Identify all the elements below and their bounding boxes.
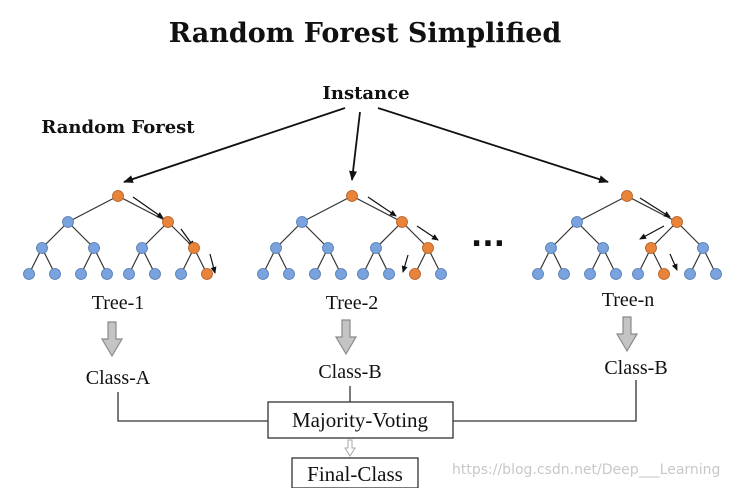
- instance-arrow-tree-2: [349, 111, 361, 181]
- tree-edge: [275, 221, 303, 249]
- tree-node: [357, 268, 369, 280]
- tree-node: [684, 268, 696, 280]
- tree-edge: [676, 221, 704, 249]
- tree-node: [370, 242, 382, 254]
- tree-node: [545, 242, 557, 254]
- tree-node: [75, 268, 87, 280]
- tree-1-label: Tree-1: [92, 292, 145, 314]
- tree-1: [23, 190, 217, 280]
- tree-node: [309, 268, 321, 280]
- tree-node: [597, 242, 609, 254]
- tree-2-class: Class-B: [318, 361, 381, 383]
- tree-node-selected: [671, 216, 683, 228]
- tree-1-class: Class-A: [86, 367, 151, 389]
- instance-arrow-tree-1: [123, 107, 346, 183]
- tree-edge: [67, 221, 95, 249]
- tree-node: [257, 268, 269, 280]
- tree-node-selected: [201, 268, 213, 280]
- tree-edge: [650, 221, 678, 249]
- tree-2: [257, 190, 447, 280]
- tree-node: [632, 268, 644, 280]
- tree-node: [383, 268, 395, 280]
- tree-node: [283, 268, 295, 280]
- down-arrow-icon: [100, 321, 124, 358]
- decision-path-arrow: [416, 225, 439, 241]
- watermark: https://blog.csdn.net/Deep___Learning: [452, 462, 720, 478]
- tree-node: [270, 242, 282, 254]
- tree-node: [23, 268, 35, 280]
- tree-node-selected: [422, 242, 434, 254]
- tree-node: [322, 242, 334, 254]
- majority-voting-label: Majority-Voting: [292, 408, 429, 432]
- tree-node: [175, 268, 187, 280]
- ellipsis: ...: [471, 219, 505, 254]
- tree-node: [710, 268, 722, 280]
- tree-node: [149, 268, 161, 280]
- tree-edge: [301, 221, 329, 249]
- tree-n-class: Class-B: [604, 357, 667, 379]
- diagram-title: Random Forest Simplified: [169, 18, 562, 49]
- tree-node: [101, 268, 113, 280]
- tree-node-selected: [645, 242, 657, 254]
- tree-edge: [351, 195, 403, 223]
- vote-connectors: [117, 380, 637, 422]
- tree-edge: [375, 221, 403, 249]
- tree-node: [571, 216, 583, 228]
- tree-node-selected: [658, 268, 670, 280]
- majority-voting-box: [267, 401, 454, 439]
- down-arrow-icon: [344, 439, 356, 457]
- instance-arrows: [123, 107, 609, 184]
- tree-node: [558, 268, 570, 280]
- decision-path-arrow: [401, 254, 409, 273]
- tree-node: [335, 268, 347, 280]
- decision-path-arrow: [639, 225, 665, 240]
- tree-node-selected: [346, 190, 358, 202]
- down-arrow-icon: [615, 316, 639, 353]
- final-class-label: Final-Class: [307, 462, 403, 486]
- decision-path-arrow: [132, 196, 164, 219]
- tree-node: [49, 268, 61, 280]
- result-arrows: [100, 316, 639, 358]
- tree-edge: [41, 221, 69, 249]
- tree-edge: [576, 221, 604, 249]
- tree-node-selected: [396, 216, 408, 228]
- final-class-box: [291, 457, 419, 488]
- tree-node: [610, 268, 622, 280]
- tree-edge: [117, 195, 169, 223]
- down-arrow-icon: [334, 319, 358, 356]
- tree-node: [296, 216, 308, 228]
- tree-node: [88, 242, 100, 254]
- tree-node: [123, 268, 135, 280]
- tree-node: [697, 242, 709, 254]
- instance-arrow-tree-n: [377, 107, 609, 184]
- tree-edge: [626, 195, 678, 223]
- tree-edge: [301, 195, 353, 223]
- tree-node: [136, 242, 148, 254]
- tree-node-selected: [621, 190, 633, 202]
- tree-edge: [576, 195, 628, 223]
- tree-node-selected: [162, 216, 174, 228]
- tree-node: [532, 268, 544, 280]
- decision-path-arrow: [639, 197, 671, 218]
- tree-2-label: Tree-2: [326, 292, 379, 314]
- tree-node: [62, 216, 74, 228]
- tree-node-selected: [409, 268, 421, 280]
- tree-edge: [141, 221, 169, 249]
- tree-node-selected: [112, 190, 124, 202]
- tree-n-label: Tree-n: [602, 289, 655, 311]
- decision-path-arrow: [669, 253, 678, 271]
- tree-edge: [401, 221, 429, 249]
- decision-path-arrow: [367, 196, 397, 217]
- instance-label: Instance: [322, 83, 409, 104]
- tree-node: [584, 268, 596, 280]
- tree-node: [435, 268, 447, 280]
- tree-node-selected: [188, 242, 200, 254]
- tree-edge: [67, 195, 119, 223]
- tree-edge: [550, 221, 578, 249]
- decision-path-arrow: [209, 253, 217, 274]
- random-forest-label: Random Forest: [41, 117, 195, 138]
- tree-n: [532, 190, 722, 280]
- tree-node: [36, 242, 48, 254]
